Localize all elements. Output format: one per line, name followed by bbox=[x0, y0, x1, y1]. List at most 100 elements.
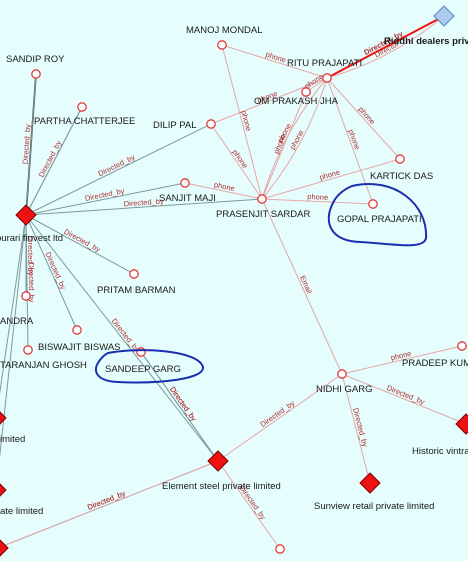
node-label: ate limited bbox=[0, 506, 43, 517]
node-prasenjit[interactable]: PRASENJIT SARDAR bbox=[216, 194, 310, 220]
node-historic[interactable]: Historic vintra bbox=[412, 413, 468, 457]
person-node-icon[interactable] bbox=[206, 119, 216, 129]
edge-purari-pritam[interactable] bbox=[25, 214, 135, 275]
edge-prasenjit-ritu[interactable] bbox=[261, 77, 328, 200]
edge-manoj-ritu[interactable] bbox=[221, 44, 328, 79]
node-partha[interactable]: PARTHA CHATTERJEE bbox=[34, 102, 135, 127]
node-omprakash[interactable]: OM PRAKASH JHA bbox=[254, 87, 339, 107]
edge-element-bottomperson[interactable] bbox=[217, 460, 281, 550]
node-label: BISWAJIT BISWAS bbox=[38, 342, 121, 353]
node-label: Element steel private limited bbox=[162, 481, 281, 492]
edges-layer: Directed_byDirectorphonephonephonephonep… bbox=[0, 15, 467, 550]
edge-gopal-prasenjit[interactable] bbox=[261, 198, 374, 205]
edge-purari-taranjan[interactable] bbox=[25, 214, 29, 351]
company-node-icon[interactable] bbox=[0, 538, 9, 558]
node-andra[interactable]: ANDRA bbox=[0, 291, 34, 327]
person-node-icon[interactable] bbox=[322, 73, 332, 83]
node-sunview[interactable]: Sunview retail private limited bbox=[314, 472, 434, 512]
gopal-highlight-circle bbox=[327, 183, 428, 247]
node-pritam[interactable]: PRITAM BARMAN bbox=[97, 269, 176, 296]
edge-purari-element[interactable] bbox=[25, 214, 219, 462]
node-element[interactable]: Element steel private limited bbox=[162, 450, 281, 492]
person-node-icon[interactable] bbox=[31, 69, 41, 79]
edge-element-nidhi[interactable] bbox=[217, 373, 343, 462]
company-node-icon[interactable] bbox=[455, 413, 468, 435]
edge-prasenjit-nidhi[interactable] bbox=[261, 198, 343, 375]
node-manoj[interactable]: MANOJ MONDAL bbox=[186, 25, 263, 50]
company-node-icon[interactable] bbox=[0, 408, 7, 428]
person-node-icon[interactable] bbox=[180, 178, 190, 188]
node-purari[interactable]: purari finvest ltd bbox=[0, 204, 63, 244]
node-sandip[interactable]: SANDIP ROY bbox=[6, 54, 65, 79]
node-biswajit[interactable]: BISWAJIT BISWAS bbox=[38, 325, 121, 353]
edge-gopal-ritu[interactable] bbox=[326, 77, 374, 205]
person-node-icon[interactable] bbox=[257, 194, 267, 204]
edge-omprakash-prasenjit[interactable] bbox=[261, 91, 307, 200]
edge-purari-sanjit[interactable] bbox=[25, 182, 186, 216]
edge-purari-leftlimited1[interactable] bbox=[0, 214, 27, 418]
person-node-icon[interactable] bbox=[23, 345, 33, 355]
edge-label: Directed_by bbox=[84, 186, 125, 203]
node-leftbottom[interactable] bbox=[0, 538, 9, 558]
edge-purari-dilip[interactable] bbox=[25, 123, 212, 216]
node-label: GOPAL PRAJAPATI bbox=[337, 214, 422, 225]
node-label: PRADEEP KUM bbox=[402, 358, 468, 369]
node-label: Historic vintra bbox=[412, 446, 468, 457]
edge-leftbottom-element[interactable] bbox=[0, 460, 219, 548]
edge-purari-prasenjit[interactable] bbox=[25, 198, 263, 216]
person-node-icon[interactable] bbox=[217, 40, 227, 50]
person-node-icon[interactable] bbox=[337, 369, 347, 379]
edge-kartick-prasenjit[interactable] bbox=[261, 158, 401, 200]
edge-label: phone bbox=[231, 148, 250, 170]
node-bottomperson[interactable] bbox=[275, 544, 285, 554]
node-ritu[interactable]: RITU PRAJAPATI bbox=[287, 58, 362, 83]
edge-label: Directed_by bbox=[62, 227, 102, 254]
person-node-icon[interactable] bbox=[457, 341, 467, 351]
edge-ritu-ridhi[interactable] bbox=[326, 15, 445, 79]
person-node-icon[interactable] bbox=[301, 87, 311, 97]
node-sanjit[interactable]: SANJIT MAJI bbox=[159, 178, 216, 204]
company-node-icon[interactable] bbox=[0, 480, 7, 500]
edge-element-sandeep[interactable] bbox=[140, 351, 219, 462]
person-node-icon[interactable] bbox=[368, 199, 378, 209]
edge-ritu-ridhi[interactable] bbox=[326, 15, 445, 79]
edge-label: Directed_by bbox=[258, 398, 296, 429]
edge-nidhi-historic[interactable] bbox=[341, 373, 467, 425]
edge-dilip-ritu[interactable] bbox=[210, 77, 328, 125]
edge-label: Directed_by bbox=[97, 152, 137, 178]
node-label: MANOJ MONDAL bbox=[186, 25, 263, 36]
edge-purari-biswajit[interactable] bbox=[25, 214, 78, 331]
company-node-icon[interactable] bbox=[207, 450, 229, 472]
node-pradeep[interactable]: PRADEEP KUM bbox=[402, 341, 468, 369]
edge-dilip-prasenjit[interactable] bbox=[210, 123, 263, 200]
annotations-layer bbox=[95, 183, 428, 384]
company-node-icon[interactable] bbox=[433, 5, 455, 27]
person-node-icon[interactable] bbox=[395, 154, 405, 164]
edge-kartick-ritu[interactable] bbox=[326, 77, 401, 160]
person-node-icon[interactable] bbox=[21, 291, 31, 301]
edge-sanjit-prasenjit[interactable] bbox=[184, 182, 263, 200]
node-taranjan[interactable]: TARANJAN GHOSH bbox=[0, 345, 87, 371]
edge-purari-leftlimited2[interactable] bbox=[0, 214, 27, 490]
person-node-icon[interactable] bbox=[72, 325, 82, 335]
edge-label: phone bbox=[307, 192, 328, 202]
person-node-icon[interactable] bbox=[275, 544, 285, 554]
node-leftlimited1[interactable]: imited bbox=[0, 408, 25, 445]
company-node-icon[interactable] bbox=[359, 472, 381, 494]
node-gopal[interactable]: GOPAL PRAJAPATI bbox=[337, 199, 422, 225]
person-node-icon[interactable] bbox=[77, 102, 87, 112]
node-ridhi[interactable]: Riddhi dealers priva bbox=[384, 5, 468, 47]
node-leftlimited2[interactable]: ate limited bbox=[0, 480, 43, 517]
edge-pradeep-nidhi[interactable] bbox=[341, 345, 463, 375]
edge-manoj-prasenjit[interactable] bbox=[221, 44, 263, 200]
edge-label: phone bbox=[272, 132, 288, 155]
node-kartick[interactable]: KARTICK DAS bbox=[370, 154, 433, 182]
edge-purari-sandip[interactable] bbox=[25, 73, 37, 216]
edge-purari-partha[interactable] bbox=[25, 106, 83, 216]
node-dilip[interactable]: DILIP PAL bbox=[153, 119, 216, 131]
node-nidhi[interactable]: NIDHI GARG bbox=[316, 369, 372, 395]
edge-nidhi-sunview[interactable] bbox=[341, 373, 371, 484]
company-node-icon[interactable] bbox=[15, 204, 37, 226]
person-node-icon[interactable] bbox=[129, 269, 139, 279]
